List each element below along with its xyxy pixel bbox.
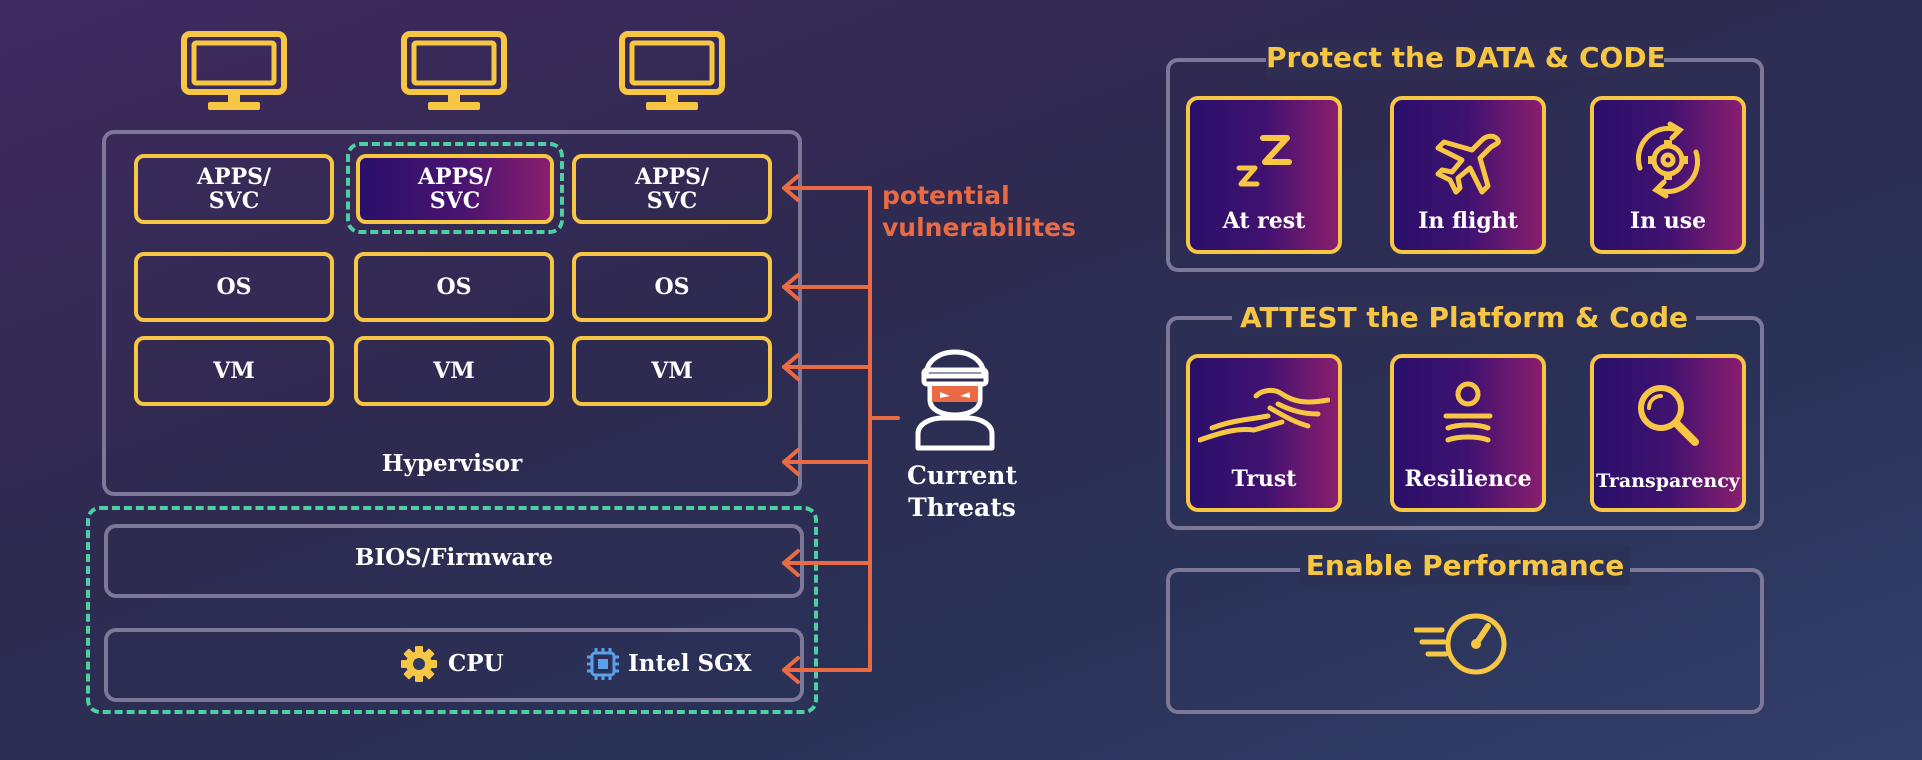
bios-firmware-label: BIOS/Firmware — [354, 544, 554, 571]
card-label: Trust — [1231, 466, 1297, 492]
card-transparency: Transparency — [1590, 354, 1746, 512]
card-label: Resilience — [1404, 466, 1532, 492]
sleep-zz-icon — [1236, 135, 1292, 187]
card-in-use: In use — [1590, 96, 1746, 254]
card-label: In use — [1629, 208, 1707, 234]
performance-section-title: Enable Performance — [1300, 546, 1630, 586]
card-trust: Trust — [1186, 354, 1342, 512]
card-resilience: Resilience — [1390, 354, 1546, 512]
card-in-flight: In flight — [1390, 96, 1546, 254]
resilience-icon — [1443, 381, 1493, 443]
apps-svc-box: APPS/ SVC — [134, 154, 334, 224]
cpu-label: CPU — [448, 650, 504, 677]
current-threats-label: Current Threats — [906, 461, 1018, 522]
os-box: OS — [572, 252, 772, 322]
card-label: In flight — [1418, 208, 1518, 234]
monitor-icon — [181, 31, 287, 110]
attest-section-title: ATTEST the Platform & Code — [1232, 298, 1696, 338]
card-label: At rest — [1222, 208, 1306, 234]
card-at-rest: At rest — [1186, 96, 1342, 254]
os-box: OS — [134, 252, 334, 322]
hacker-icon — [915, 349, 995, 451]
airplane-icon — [1435, 133, 1501, 195]
apps-svc-box-protected: APPS/ SVC — [356, 154, 554, 224]
monitor-icon — [619, 31, 725, 110]
cpu-frame — [104, 628, 804, 702]
vm-box: VM — [572, 336, 772, 406]
speedometer-icon — [1414, 613, 1507, 675]
hardware-enclave-dashed-border — [86, 506, 818, 714]
potential-vulnerabilities-label: potential vulnerabilites — [882, 181, 1077, 242]
os-box: OS — [354, 252, 554, 322]
intel-sgx-label: Intel SGX — [628, 650, 752, 677]
handshake-icon — [1198, 387, 1330, 443]
intel-chip-icon — [587, 648, 619, 680]
magnifier-icon — [1638, 385, 1699, 446]
vm-box: VM — [354, 336, 554, 406]
threat-arrows — [782, 174, 900, 684]
cpu-gear-icon — [401, 646, 437, 682]
apps-svc-box: APPS/ SVC — [572, 154, 772, 224]
protect-section-title: Protect the DATA & CODE — [1266, 38, 1666, 78]
gear-cycle-icon — [1635, 121, 1701, 199]
enclave-dashed-border — [346, 142, 564, 234]
hypervisor-frame — [102, 130, 802, 496]
monitor-icon — [401, 31, 507, 110]
card-label: Transparency — [1596, 470, 1740, 492]
hypervisor-label: Hypervisor — [381, 450, 523, 477]
vm-box: VM — [134, 336, 334, 406]
